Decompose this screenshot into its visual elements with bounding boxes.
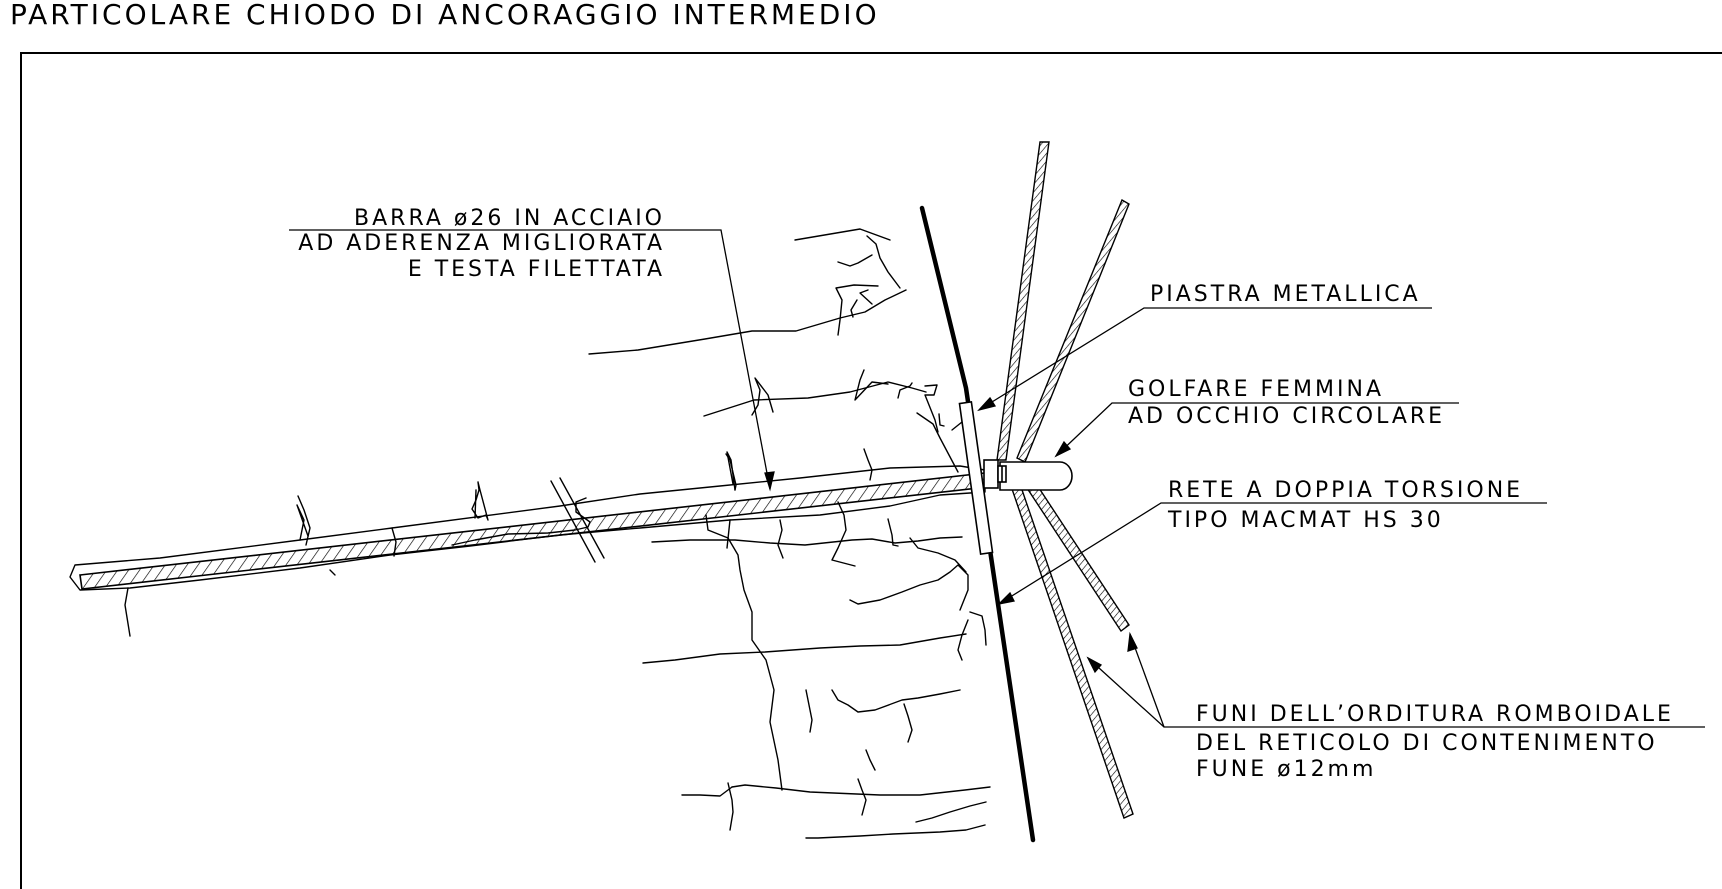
drawing-frame bbox=[20, 52, 1722, 889]
metal-plate bbox=[958, 401, 994, 555]
double-twist-mesh bbox=[919, 205, 1036, 843]
label-piastra: PIASTRA METALLICA bbox=[1150, 282, 1421, 307]
leader-lines bbox=[289, 229, 1705, 728]
grout-body bbox=[69, 465, 986, 591]
label-rete-line-2: TIPO MACMAT HS 30 bbox=[1167, 508, 1444, 533]
drawing-title: PARTICOLARE CHIODO DI ANCORAGGIO INTERME… bbox=[10, 0, 880, 31]
rhomboid-ropes bbox=[996, 141, 1134, 819]
label-golfare-line-1: GOLFARE FEMMINA bbox=[1128, 377, 1384, 402]
label-funi-line-2: DEL RETICOLO DI CONTENIMENTO bbox=[1196, 731, 1658, 756]
label-funi: FUNI DELL’ORDITURA ROMBOIDALE DEL RETICO… bbox=[1196, 702, 1674, 782]
label-funi-line-1: FUNI DELL’ORDITURA ROMBOIDALE bbox=[1196, 702, 1674, 727]
label-barra-line-2: AD ADERENZA MIGLIORATA bbox=[298, 231, 665, 256]
female-eye-bolt bbox=[983, 459, 1073, 491]
label-rete: RETE A DOPPIA TORSIONE TIPO MACMAT HS 30 bbox=[1167, 478, 1523, 533]
anchor-bar bbox=[79, 472, 988, 590]
label-barra-line-1: BARRA ø26 IN ACCIAIO bbox=[354, 206, 665, 231]
label-barra: BARRA ø26 IN ACCIAIO AD ADERENZA MIGLIOR… bbox=[298, 206, 665, 282]
label-golfare-line-2: AD OCCHIO CIRCOLARE bbox=[1128, 404, 1445, 429]
label-golfare: GOLFARE FEMMINA AD OCCHIO CIRCOLARE bbox=[1128, 377, 1445, 429]
label-barra-line-3: E TESTA FILETTATA bbox=[408, 257, 665, 282]
label-funi-line-3: FUNE ø12mm bbox=[1196, 757, 1376, 782]
rock-fracture-lines bbox=[297, 228, 991, 839]
label-rete-line-1: RETE A DOPPIA TORSIONE bbox=[1168, 478, 1523, 503]
